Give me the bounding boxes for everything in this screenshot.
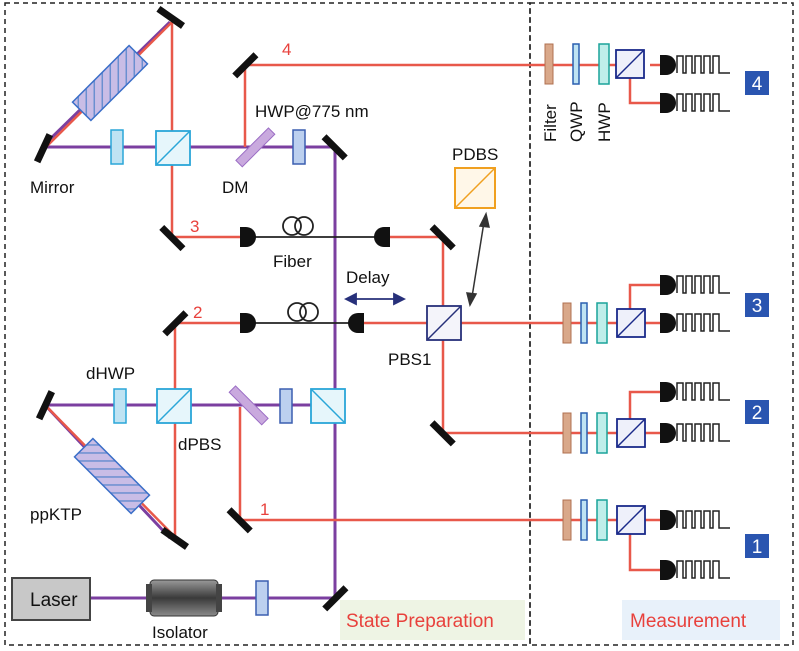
- fiber-coupler-2-out: [348, 313, 364, 333]
- label-dm: DM: [222, 178, 248, 197]
- mirror-left-upper: [33, 133, 53, 164]
- detector-signal-4a-icon: [676, 55, 730, 74]
- mirror-path1: [226, 507, 253, 534]
- detector-signal-3b-icon: [676, 313, 730, 332]
- badge-2: 2: [745, 400, 769, 424]
- detector-1b: [660, 560, 676, 580]
- section-measurement: Measurement: [630, 611, 747, 632]
- laser-box: [11, 577, 91, 621]
- measurement-station-2: [562, 412, 646, 454]
- detector-4b: [660, 93, 676, 113]
- label-ppktp: ppKTP: [30, 505, 82, 524]
- svg-text:4: 4: [752, 74, 763, 95]
- label-mirror: Mirror: [30, 178, 75, 197]
- detector-1a: [660, 510, 676, 530]
- path-number-4: 4: [282, 40, 291, 59]
- badge-1: 1: [745, 534, 769, 558]
- pdbs-cube: [454, 167, 496, 209]
- badge-3: 3: [745, 293, 769, 317]
- mirror-pump-input: [322, 585, 349, 612]
- fiber-coupler-3-in: [240, 227, 256, 247]
- mirror-path3: [159, 224, 186, 252]
- fiber-coupler-3-out: [374, 227, 390, 247]
- isolator-body: [149, 579, 219, 617]
- hwp-upper-loop: [110, 129, 124, 165]
- label-fiber: Fiber: [273, 252, 312, 271]
- detector-signal-4b-icon: [676, 93, 730, 112]
- detector-3b: [660, 313, 676, 333]
- fiber-2: [250, 302, 355, 324]
- measurement-station-1: [562, 499, 646, 541]
- detector-signal-2b-icon: [676, 423, 730, 442]
- label-hwp775: HWP@775 nm: [255, 102, 369, 121]
- isolator-cap-left: [146, 584, 152, 612]
- label-dhwp: dHWP: [86, 364, 135, 383]
- detector-signal-1a-icon: [676, 510, 730, 529]
- mirror-left-lower: [35, 390, 55, 421]
- label-dpbs: dPBS: [178, 435, 221, 454]
- state-preparation-bg: [340, 600, 525, 640]
- svg-text:2: 2: [752, 403, 763, 424]
- pbs-upper-loop: [155, 130, 191, 166]
- svg-text:3: 3: [752, 296, 763, 317]
- svg-text:1: 1: [752, 537, 763, 558]
- detector-signal-1b-icon: [676, 560, 730, 579]
- mirror-pbs1-down: [429, 420, 456, 447]
- label-qwp: QWP: [567, 101, 586, 142]
- detector-3a: [660, 275, 676, 295]
- path-number-3: 3: [190, 217, 199, 236]
- badge-4: 4: [745, 71, 769, 95]
- mirror-top: [156, 5, 186, 29]
- label-hwp: HWP: [595, 102, 614, 142]
- label-pbs1: PBS1: [388, 350, 431, 369]
- label-pdbs: PDBS: [452, 145, 498, 164]
- detector-signal-3a-icon: [676, 275, 730, 294]
- mirror-pump-corner: [321, 134, 348, 161]
- pdbs-movement-arrow: [466, 211, 490, 308]
- section-state-preparation: State Preparation: [346, 611, 494, 632]
- dpbs-cube: [156, 388, 192, 424]
- measurement-station-4: [544, 43, 645, 85]
- mirror-fiber3-out: [429, 224, 456, 251]
- mirror-bottom: [160, 526, 190, 550]
- path-number-2: 2: [193, 303, 202, 322]
- pbs1-cube: [426, 305, 462, 341]
- dm-lower: [228, 385, 269, 426]
- dhwp: [113, 388, 127, 424]
- fiber-coupler-2-in: [240, 313, 256, 333]
- detector-2a: [660, 382, 676, 402]
- hwp-pump-input: [255, 580, 269, 616]
- ppktp-crystal-lower: [73, 437, 151, 515]
- hwp-pump-lower: [279, 388, 293, 424]
- measurement-station-3: [562, 302, 646, 344]
- detector-2b: [660, 423, 676, 443]
- label-delay: Delay: [346, 268, 390, 287]
- label-isolator: Isolator: [152, 623, 208, 642]
- path-number-1: 1: [260, 500, 269, 519]
- mirror-path4: [232, 52, 259, 79]
- dm-upper: [235, 127, 276, 168]
- hwp-775-plate: [292, 129, 306, 165]
- pbs-pump-lower: [310, 388, 346, 424]
- label-filter: Filter: [541, 104, 560, 142]
- delay-arrow: [343, 292, 407, 306]
- fiber-3: [250, 216, 380, 238]
- label-laser: Laser: [30, 590, 78, 611]
- detector-4a: [660, 55, 676, 75]
- ppktp-crystal-upper: [71, 44, 149, 122]
- detector-signal-2a-icon: [676, 382, 730, 401]
- isolator-cap-right: [216, 584, 222, 612]
- measurement-bg: [622, 600, 780, 640]
- mirror-path2: [162, 310, 189, 337]
